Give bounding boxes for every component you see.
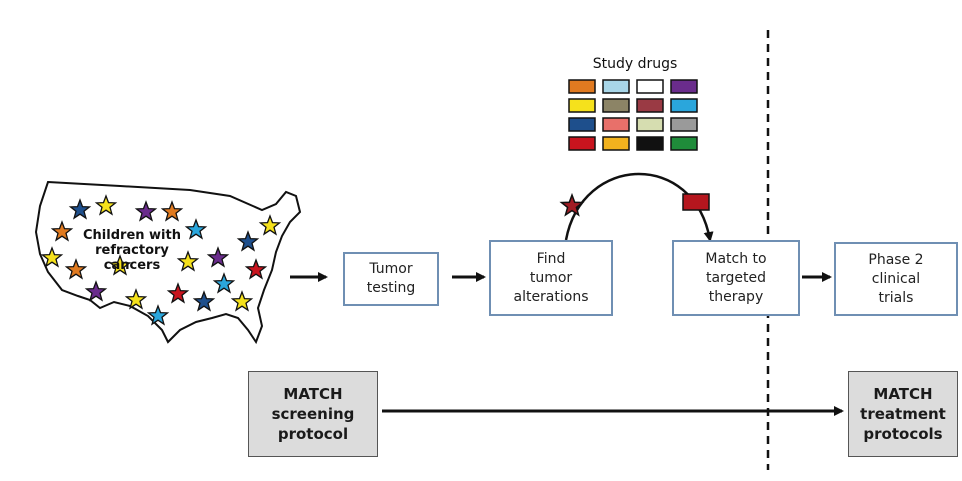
map-star-icon <box>146 304 170 326</box>
drug-swatch <box>670 117 698 132</box>
study-drugs-title: Study drugs <box>592 56 678 72</box>
find-alterations-label: Find tumor alterations <box>513 250 589 305</box>
drug-swatch <box>636 98 664 113</box>
phase2-trials-label: Phase 2 clinical trials <box>868 251 924 306</box>
drug-swatch <box>602 98 630 113</box>
drug-swatch <box>636 79 664 94</box>
map-star-icon <box>84 280 108 302</box>
screening-protocol-box: MATCH screening protocol <box>248 371 378 457</box>
map-star-icon <box>64 258 88 280</box>
drug-swatch <box>602 136 630 151</box>
map-star-icon <box>212 272 236 294</box>
drug-swatch <box>670 79 698 94</box>
drug-swatch <box>568 136 596 151</box>
map-label: Children with refractory cancers <box>83 228 181 273</box>
map-star-icon <box>108 254 132 276</box>
map-star-icon <box>94 194 118 216</box>
map-star-icon <box>244 258 268 280</box>
map-star-icon <box>166 282 190 304</box>
map-star-icon <box>176 250 200 272</box>
map-star-icon <box>184 218 208 240</box>
find-alterations-box: Find tumor alterations <box>489 240 613 316</box>
tumor-testing-label: Tumor testing <box>366 261 416 296</box>
us-map-outline <box>34 180 302 345</box>
treatment-protocols-box: MATCH treatment protocols <box>848 371 958 457</box>
map-star-icon <box>230 290 254 312</box>
drug-swatch <box>670 136 698 151</box>
phase2-trials-box: Phase 2 clinical trials <box>834 242 958 316</box>
map-star-icon <box>68 198 92 220</box>
drug-swatch <box>636 136 664 151</box>
drug-swatch <box>568 98 596 113</box>
drug-swatch <box>602 79 630 94</box>
match-therapy-label: Match to targeted therapy <box>705 250 767 305</box>
tumor-testing-box: Tumor testing <box>343 252 439 306</box>
match-therapy-box: Match to targeted therapy <box>672 240 800 316</box>
map-star-icon <box>160 200 184 222</box>
drug-swatch <box>602 117 630 132</box>
drug-swatch <box>568 117 596 132</box>
targeted-drug-block-icon <box>682 193 710 211</box>
map-star-icon <box>236 230 260 252</box>
map-star-icon <box>40 246 64 268</box>
map-star-icon <box>258 214 282 236</box>
treatment-protocols-label: MATCH treatment protocols <box>860 385 946 443</box>
drug-swatch <box>568 79 596 94</box>
map-star-icon <box>124 288 148 310</box>
drug-swatch <box>636 117 664 132</box>
tumor-alteration-star-icon <box>559 192 585 217</box>
drug-swatch <box>670 98 698 113</box>
map-star-icon <box>50 220 74 242</box>
map-star-icon <box>134 200 158 222</box>
map-stars <box>40 194 282 326</box>
map-star-icon <box>192 290 216 312</box>
map-star-icon <box>206 246 230 268</box>
study-drug-swatches <box>568 79 698 151</box>
screening-protocol-label: MATCH screening protocol <box>271 385 355 443</box>
